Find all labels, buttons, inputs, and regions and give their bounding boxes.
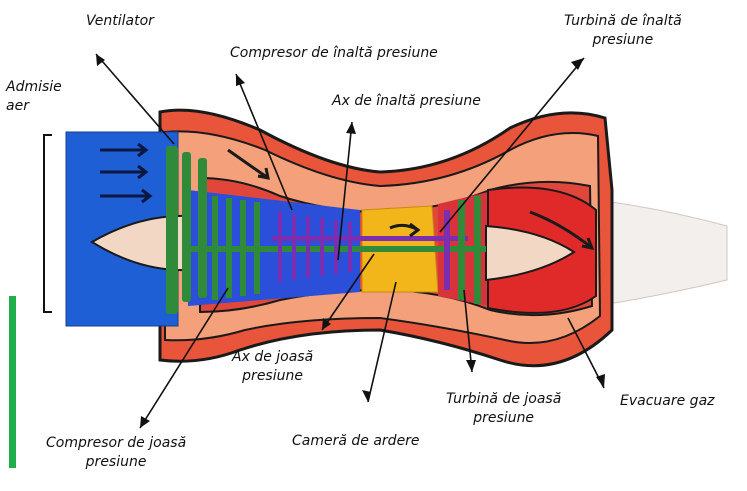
label-line: Ventilator <box>86 12 154 31</box>
label-line: Turbină de joasă <box>446 390 561 409</box>
label-ventilator: Ventilator <box>86 12 154 31</box>
turbine-blades <box>444 196 481 304</box>
label-line: Ax de joasă <box>232 348 313 367</box>
label-line: presiune <box>446 409 561 428</box>
label-line: aer <box>6 97 62 116</box>
label-compresor-inalta: Compresor de înaltă presiune <box>230 44 438 63</box>
label-line: Compresor de înaltă presiune <box>230 44 438 63</box>
high-pressure-shaft <box>272 236 468 241</box>
label-camera-ardere: Cameră de ardere <box>292 432 420 451</box>
label-turbina-inalta: Turbină de înaltă presiune <box>564 12 682 50</box>
exhaust-plume <box>596 200 727 306</box>
intake-bracket <box>44 135 52 312</box>
label-line: presiune <box>564 31 682 50</box>
label-line: presiune <box>46 453 186 472</box>
fan-blades <box>166 146 207 314</box>
label-line: Turbină de înaltă <box>564 12 682 31</box>
label-line: Ax de înaltă presiune <box>332 92 481 111</box>
accent-bar <box>9 296 16 468</box>
label-line: Compresor de joasă <box>46 434 186 453</box>
label-admisie-aer: Admisie aer <box>6 78 62 116</box>
label-line: Evacuare gaz <box>620 392 715 411</box>
label-turbina-joasa: Turbină de joasă presiune <box>446 390 561 428</box>
label-compresor-joasa: Compresor de joasă presiune <box>46 434 186 472</box>
label-line: Cameră de ardere <box>292 432 420 451</box>
label-evacuare-gaz: Evacuare gaz <box>620 392 715 411</box>
label-ax-joasa: Ax de joasă presiune <box>232 348 313 386</box>
label-line: Admisie <box>6 78 62 97</box>
label-line: presiune <box>232 367 313 386</box>
label-ax-inalta: Ax de înaltă presiune <box>332 92 481 111</box>
